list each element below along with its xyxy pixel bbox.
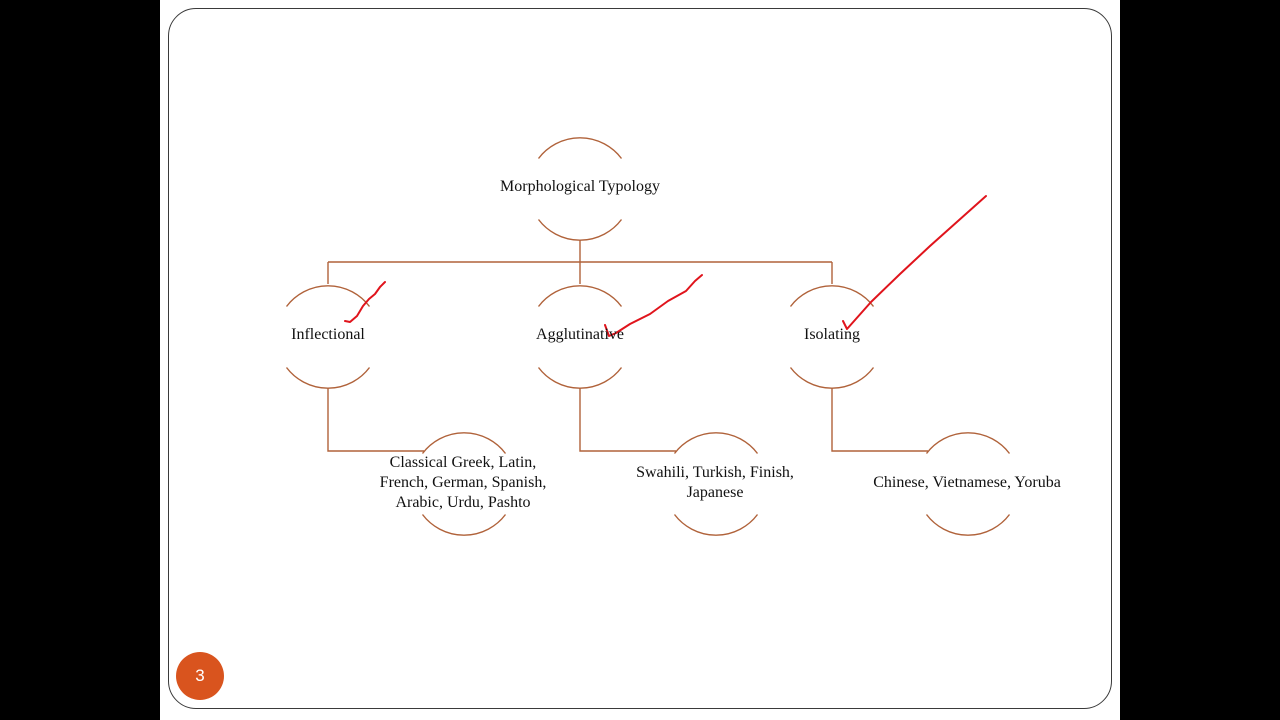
node-isolating-examples-shape <box>925 432 1011 536</box>
node-isolating-shape <box>789 285 875 389</box>
slide <box>160 0 1120 720</box>
page-number-badge: 3 <box>176 652 224 700</box>
inflectional-examples-label: Classical Greek, Latin, French, German, … <box>380 453 547 513</box>
node-inflectional-examples-shape <box>421 432 507 536</box>
node-root-shape <box>537 137 623 241</box>
node-agglutinative-shape <box>537 285 623 389</box>
connector-isolating-examples <box>831 388 928 452</box>
tick-mark-isolating <box>842 195 987 330</box>
agglutinative-example-line: Japanese <box>686 484 744 501</box>
inflectional-example-line: French, German, Spanish, <box>379 474 547 491</box>
node-inflectional-shape <box>285 285 371 389</box>
inflectional-example-line: Arabic, Urdu, Pashto <box>395 494 531 511</box>
type-inflectional-label: Inflectional <box>291 326 365 343</box>
node-agglutinative-examples-shape <box>673 432 759 536</box>
root-node-label: Morphological Typology <box>500 178 660 195</box>
agglutinative-example-line: Swahili, Turkish, Finish, <box>636 464 794 481</box>
connector-agglutinative-examples <box>579 388 676 452</box>
slide-frame <box>168 8 1112 709</box>
inflectional-example-line: Classical Greek, Latin, <box>389 454 537 471</box>
tick-mark-agglutinative <box>604 274 703 337</box>
connector-inflectional-examples <box>327 388 424 452</box>
agglutinative-examples-label: Swahili, Turkish, Finish, Japanese <box>636 463 794 503</box>
type-agglutinative-label: Agglutinative <box>536 326 624 343</box>
type-isolating-label: Isolating <box>804 326 860 343</box>
isolating-examples-label: Chinese, Vietnamese, Yoruba <box>873 474 1061 491</box>
tick-mark-inflectional <box>344 281 386 323</box>
